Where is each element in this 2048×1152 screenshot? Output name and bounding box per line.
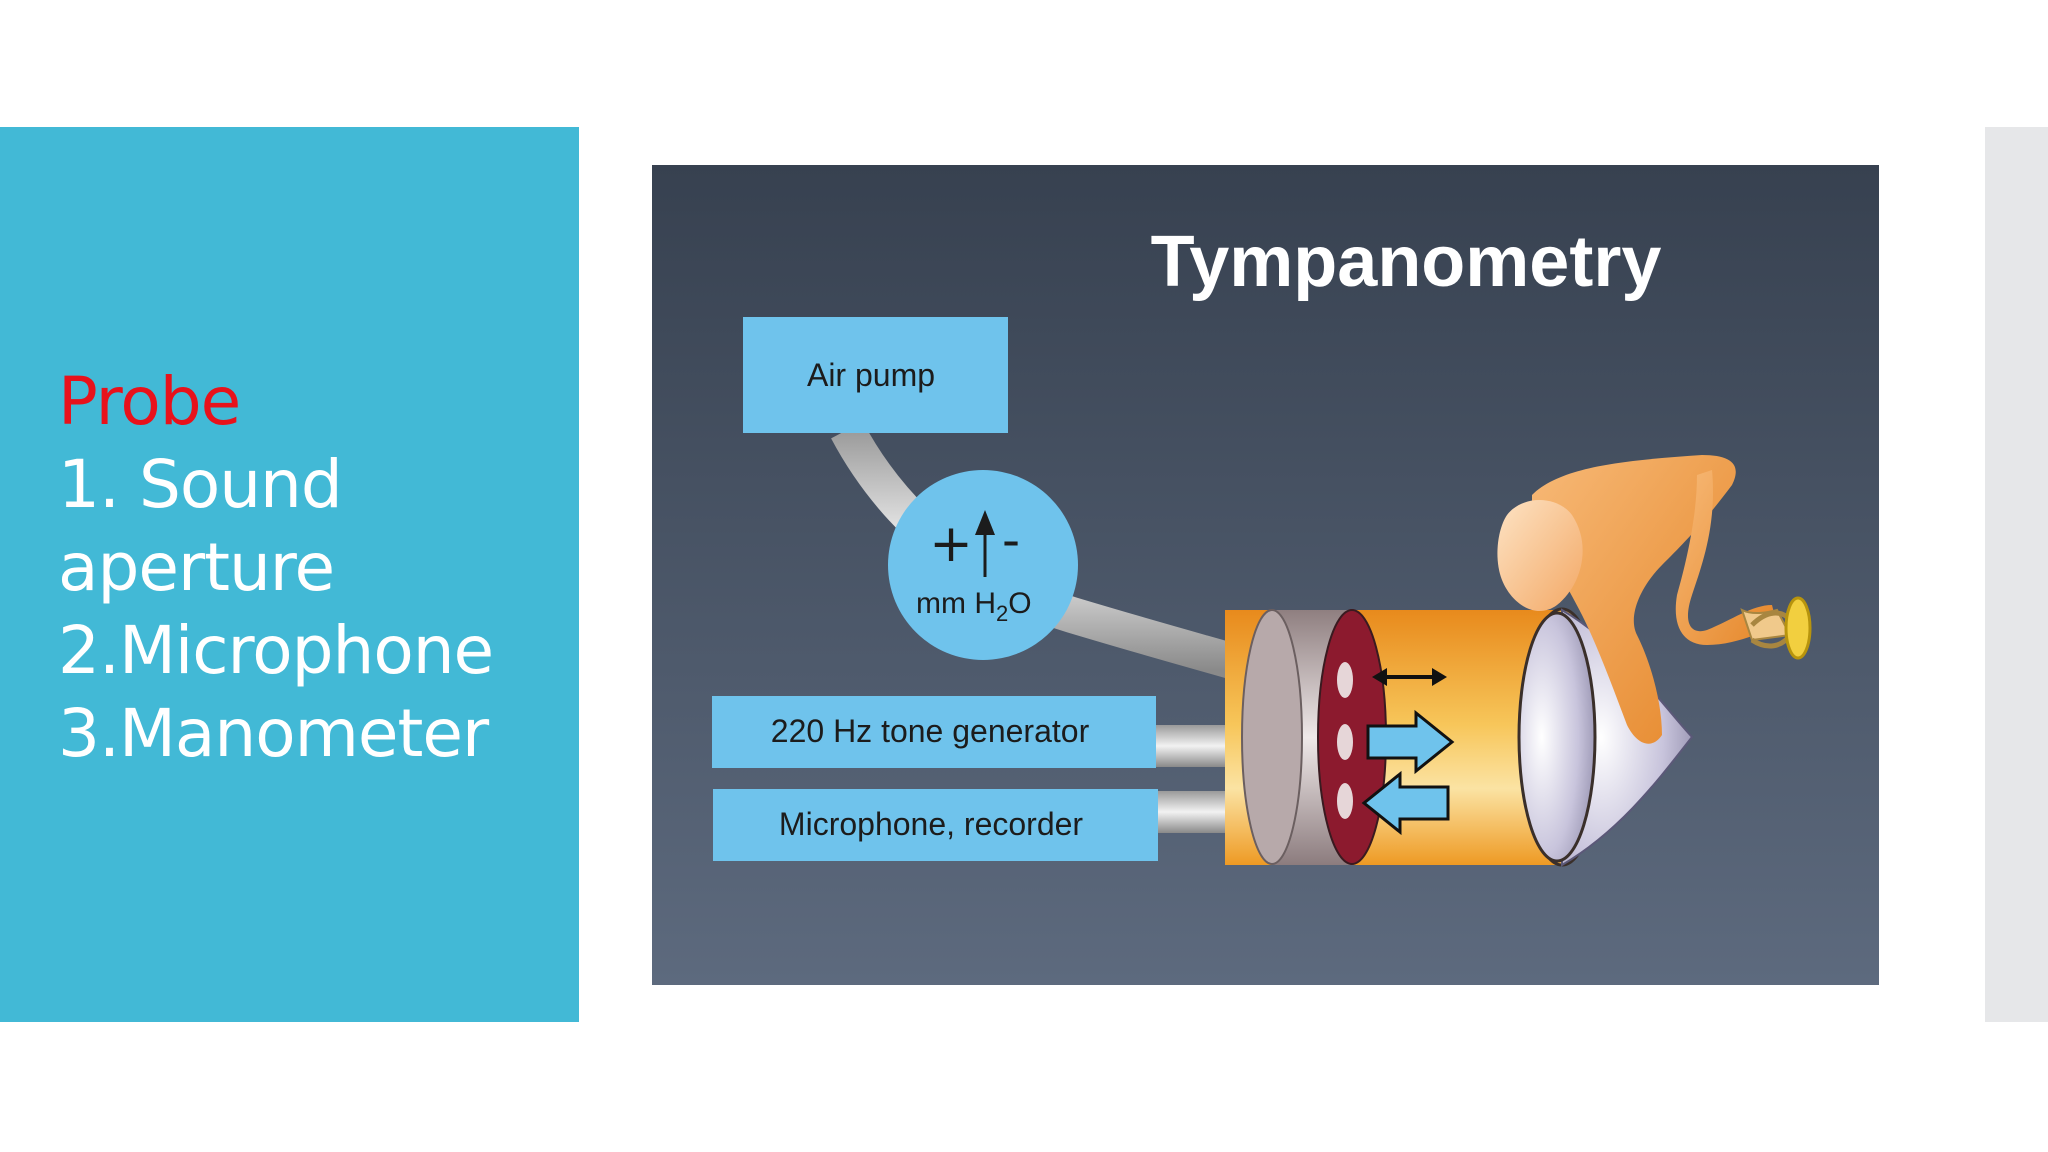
aperture-hole-2	[1337, 724, 1353, 760]
probe-ring	[1241, 609, 1303, 865]
air-pump-box: Air pump	[743, 317, 1008, 433]
list-item-manometer: 3.Manometer	[58, 695, 489, 772]
microphone-recorder-label: Microphone, recorder	[779, 806, 1083, 842]
unit-suffix: O	[1008, 587, 1031, 620]
left-panel	[0, 127, 579, 1022]
unit-subscript: 2	[996, 601, 1008, 626]
eardrum	[1517, 611, 1597, 863]
air-pump-label: Air pump	[807, 357, 935, 393]
bullet-list: Probe 1. Sound aperture 2.Microphone 3.M…	[58, 360, 494, 775]
aperture-hole-1	[1337, 662, 1353, 698]
list-item-microphone: 2.Microphone	[58, 612, 494, 689]
oval-window	[1784, 596, 1812, 660]
microphone-in-arrow	[1361, 770, 1450, 836]
manometer-arrow-head	[975, 510, 995, 535]
list-item-aperture: aperture	[58, 529, 335, 606]
tone-generator-label: 220 Hz tone generator	[771, 713, 1090, 749]
ossicles	[1497, 455, 1812, 744]
manometer-minus: -	[1002, 511, 1020, 569]
list-item-sound: 1. Sound	[58, 446, 343, 523]
right-panel-edge	[1985, 127, 2048, 1022]
manometer-gauge: + - mm H2O	[888, 470, 1078, 660]
unit-prefix: mm H	[916, 587, 996, 620]
microphone-recorder-box: Microphone, recorder	[713, 789, 1158, 861]
aperture-hole-3	[1337, 783, 1353, 819]
probe-heading: Probe	[58, 363, 241, 440]
tympanometry-diagram: Tympanometry Air pump + - mm H2O 220 Hz …	[652, 165, 1879, 985]
tone-generator-box: 220 Hz tone generator	[712, 696, 1156, 768]
tone-out-arrow	[1366, 709, 1455, 775]
manometer-unit: mm H2O	[916, 587, 1032, 626]
pressure-double-arrow	[1372, 668, 1447, 686]
tympanometry-figure: Tympanometry Air pump + - mm H2O 220 Hz …	[652, 165, 1879, 985]
manometer-plus: +	[929, 514, 973, 574]
figure-title: Tympanometry	[1151, 222, 1662, 302]
